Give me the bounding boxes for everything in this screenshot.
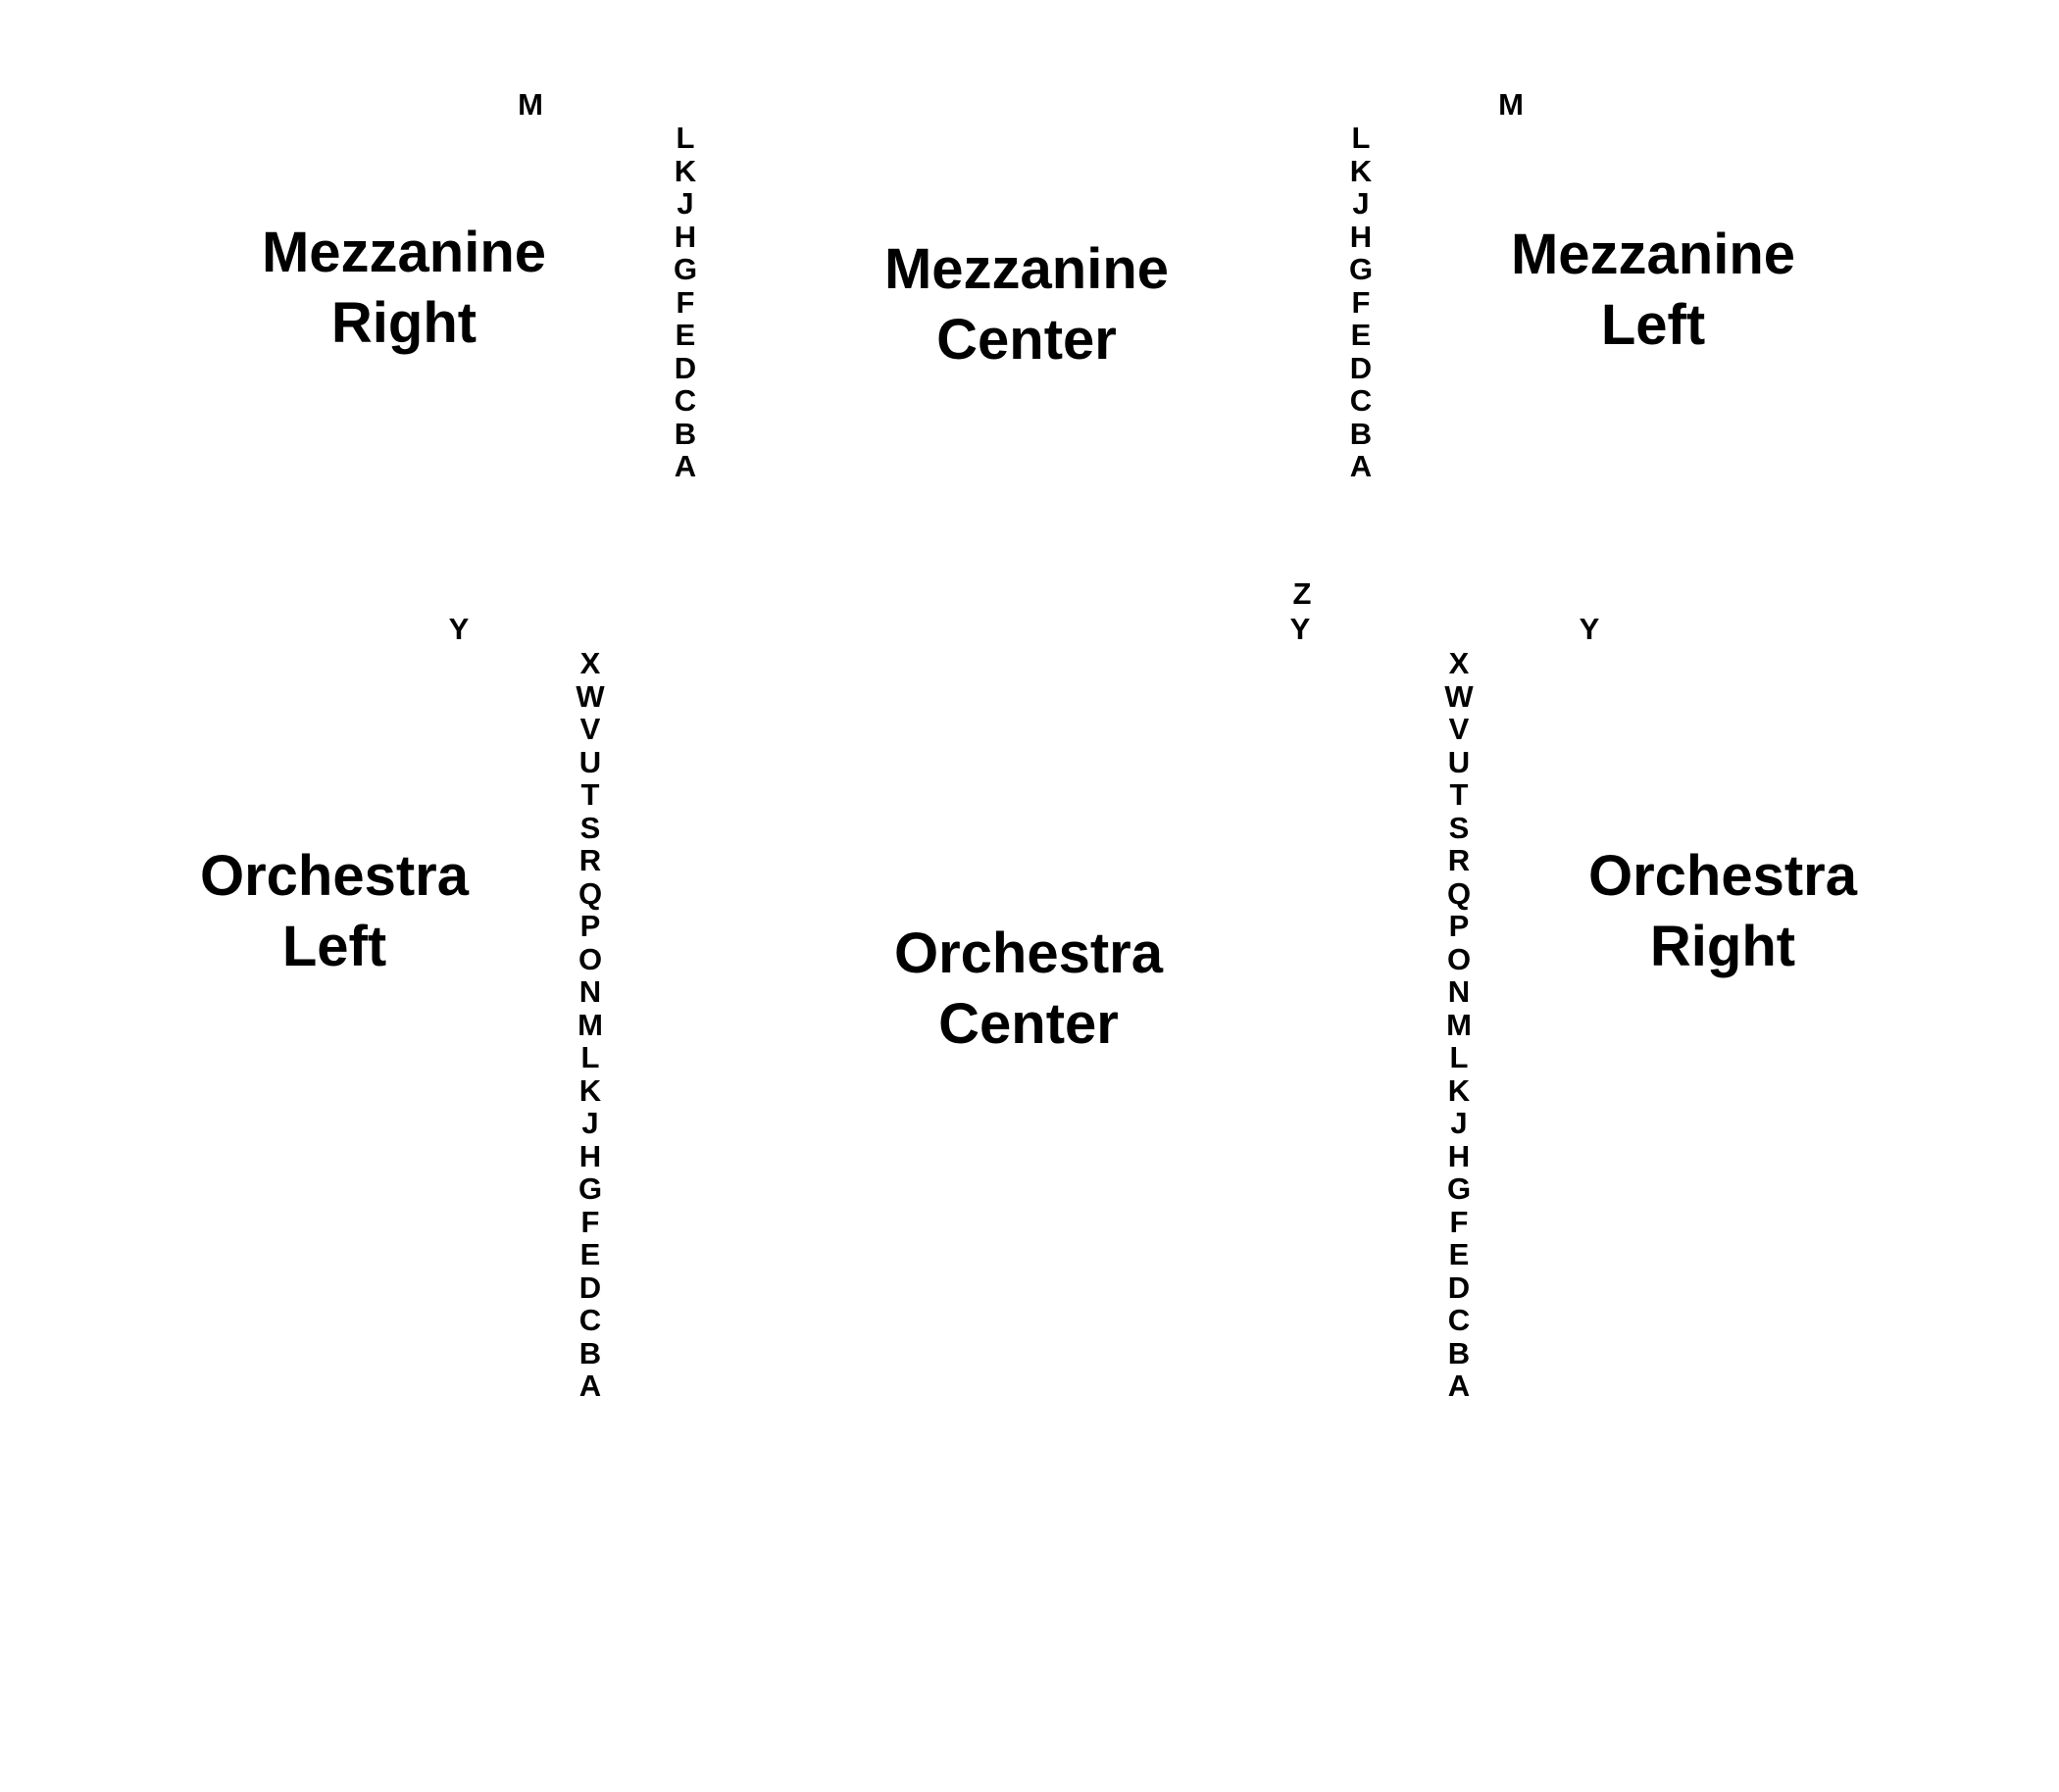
row-letter: B [674, 416, 697, 451]
row-letter: R [1447, 843, 1471, 877]
row-marker-orch-right-y: Y [1579, 612, 1600, 646]
row-letter: U [1447, 744, 1471, 779]
row-letter: J [1450, 1106, 1468, 1140]
row-letter: W [576, 678, 605, 714]
row-letter: C [674, 383, 697, 418]
row-letter: X [1448, 646, 1470, 680]
row-letter: H [674, 219, 697, 254]
row-letter: D [1447, 1269, 1471, 1305]
row-letter: F [676, 284, 695, 320]
row-letter: P [1448, 909, 1470, 943]
section-label-line2: Right [330, 291, 477, 355]
row-letter: K [578, 1072, 602, 1108]
row-letter: P [579, 909, 601, 943]
row-letter: V [1448, 712, 1470, 746]
row-letter: F [1449, 1204, 1469, 1239]
row-letter: G [1348, 252, 1374, 286]
row-letter: C [578, 1303, 602, 1337]
section-label-line2: Center [936, 308, 1117, 372]
row-letter: S [579, 810, 601, 845]
row-letter: B [1447, 1335, 1471, 1370]
row-marker-mezz-left-m: M [1498, 87, 1524, 122]
section-label-line2: Left [1600, 293, 1706, 357]
row-letter: S [1448, 810, 1470, 845]
section-label-line2: Right [1649, 915, 1796, 978]
row-letter: L [676, 121, 695, 155]
row-letter: M [1446, 1007, 1472, 1042]
row-letter: G [1446, 1171, 1472, 1206]
section-label-line1: Mezzanine [261, 221, 547, 284]
section-label-line1: Orchestra [199, 844, 470, 908]
row-letter: E [1350, 318, 1372, 352]
section-orchestra-left[interactable]: Orchestra Left [119, 841, 550, 982]
section-orchestra-center[interactable]: Orchestra Center [813, 919, 1244, 1060]
row-letter: E [675, 318, 696, 352]
row-letter: B [578, 1335, 602, 1370]
row-letter: D [1349, 350, 1373, 385]
row-letter: M [578, 1007, 603, 1042]
row-letter: G [578, 1171, 603, 1206]
row-letter: T [580, 777, 600, 812]
row-letter: G [673, 252, 698, 286]
row-letter: K [1447, 1072, 1471, 1108]
row-letter: J [1352, 186, 1370, 221]
row-letter: K [674, 153, 697, 188]
section-orchestra-right[interactable]: Orchestra Right [1507, 841, 1938, 982]
row-letter: N [1447, 974, 1471, 1009]
section-mezzanine-left[interactable]: Mezzanine Left [1437, 220, 1869, 361]
row-letter: J [581, 1106, 599, 1140]
row-letter: H [578, 1138, 602, 1173]
row-letter: F [580, 1204, 600, 1239]
row-letter: R [578, 843, 602, 877]
section-label-line1: Orchestra [1587, 844, 1858, 908]
row-letter: C [1349, 383, 1373, 418]
row-letter: T [1449, 777, 1469, 812]
row-letter: V [579, 712, 601, 746]
row-letter: K [1349, 153, 1373, 188]
row-letter: L [1449, 1040, 1469, 1074]
row-letter: L [1351, 121, 1371, 155]
row-letter: E [579, 1237, 601, 1271]
row-marker-mezz-right-m: M [518, 87, 543, 122]
row-letter: Q [1446, 875, 1472, 911]
row-letter: U [578, 744, 602, 779]
row-letter: D [674, 350, 697, 385]
section-label-line2: Left [281, 915, 387, 978]
row-letter: B [1349, 416, 1373, 451]
row-letter: H [1349, 219, 1373, 254]
section-label-line2: Center [938, 992, 1119, 1056]
section-mezzanine-center[interactable]: Mezzanine Center [811, 234, 1242, 375]
section-label-line1: Mezzanine [1510, 223, 1796, 286]
row-letter: O [1446, 941, 1472, 976]
section-label-line1: Orchestra [893, 921, 1164, 985]
row-marker-center-y: Y [1289, 612, 1311, 646]
row-letter: W [1444, 678, 1474, 714]
row-letter: A [1447, 1369, 1471, 1403]
row-letter: L [580, 1040, 600, 1074]
row-letter: A [578, 1369, 602, 1403]
row-letter: X [579, 646, 601, 680]
row-letter: D [578, 1269, 602, 1305]
row-letter: H [1447, 1138, 1471, 1173]
row-letter: A [674, 449, 697, 483]
row-letter: J [677, 186, 694, 221]
row-letter: A [1349, 449, 1373, 483]
row-letter: C [1447, 1303, 1471, 1337]
row-letter: N [578, 974, 602, 1009]
row-letter: F [1351, 284, 1371, 320]
row-marker-orch-left-y: Y [448, 612, 470, 646]
row-letter: E [1448, 1237, 1470, 1271]
section-label-line1: Mezzanine [883, 237, 1170, 301]
row-marker-center-z: Z [1292, 576, 1312, 611]
row-letter: Q [578, 875, 603, 911]
row-letter: O [578, 941, 603, 976]
section-mezzanine-right[interactable]: Mezzanine Right [188, 218, 620, 359]
